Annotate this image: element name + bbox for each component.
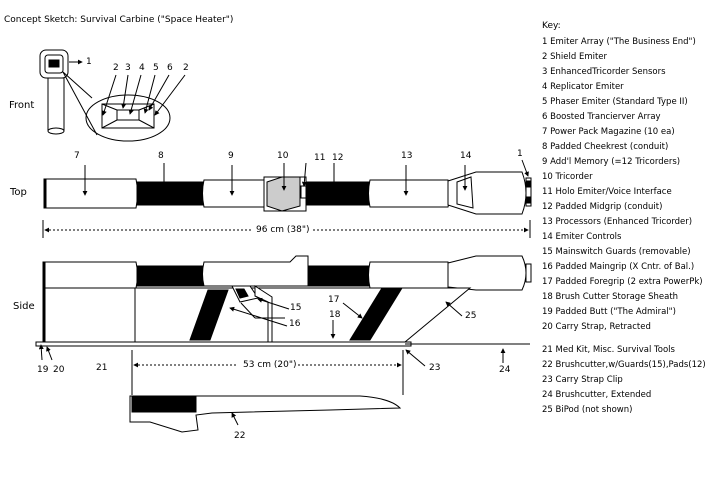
side-med-kit xyxy=(44,287,136,343)
key-item: 13 Processors (Enhanced Tricorder) xyxy=(542,217,693,227)
key-item: 9 Add'l Memory (=12 Tricorders) xyxy=(542,157,681,167)
callout-side-21: 21 xyxy=(96,363,108,373)
side-view-label: Side xyxy=(13,301,35,312)
callout-front-3: 3 xyxy=(125,63,131,73)
key-item: 15 Mainswitch Guards (removable) xyxy=(542,247,691,257)
key-item: 23 Carry Strap Clip xyxy=(542,375,623,385)
page-title: Concept Sketch: Survival Carbine ("Space… xyxy=(4,15,234,25)
front-view-label: Front xyxy=(9,100,35,111)
front-emitter-face xyxy=(44,54,64,74)
callout-front-2b: 2 xyxy=(183,63,189,73)
key-item: 11 Holo Emiter/Voice Interface xyxy=(542,187,672,197)
side-tricorder-housing xyxy=(202,255,309,287)
side-emitter-head xyxy=(447,255,527,291)
top-power-pack xyxy=(45,178,138,209)
callout-front-2a: 2 xyxy=(113,63,119,73)
top-view-label: Top xyxy=(10,187,27,198)
side-emitter-array xyxy=(525,263,532,283)
callout-side-24: 24 xyxy=(499,365,511,375)
callout-front-4: 4 xyxy=(139,63,145,73)
front-emitter-core xyxy=(48,59,60,68)
key-item: 3 EnhancedTricorder Sensors xyxy=(542,67,666,77)
callout-top-12: 12 xyxy=(332,153,344,163)
key-item: 22 Brushcutter,w/Guards(15),Pads(12) xyxy=(542,360,706,370)
key-item: 8 Padded Cheekrest (conduit) xyxy=(542,142,669,152)
callout-side-20: 20 xyxy=(53,365,65,375)
front-view xyxy=(39,49,186,142)
front-stock xyxy=(47,77,65,131)
front-detail-outer xyxy=(101,103,155,129)
callout-top-8: 8 xyxy=(158,151,164,161)
top-midgrip xyxy=(305,181,371,206)
top-emitter-controls xyxy=(456,176,474,209)
side-midgrip xyxy=(307,265,371,287)
key-heading: Key: xyxy=(542,21,561,31)
top-processors xyxy=(368,179,451,208)
callout-side-25: 25 xyxy=(465,311,477,321)
callout-top-10: 10 xyxy=(277,151,289,161)
key-item: 21 Med Kit, Misc. Survival Tools xyxy=(542,345,675,355)
callout-front-1: 1 xyxy=(86,57,92,67)
callout-top-11: 11 xyxy=(314,153,326,163)
callout-front-6: 6 xyxy=(167,63,173,73)
key-item: 25 BiPod (not shown) xyxy=(542,405,633,415)
side-foregrip xyxy=(349,287,403,341)
key-item: 17 Padded Foregrip (2 extra PowerPk) xyxy=(542,277,703,287)
cutter-dimension-label: 53 cm (20") xyxy=(243,360,297,370)
top-holo-emitter xyxy=(300,185,307,199)
front-detail-ellipse xyxy=(85,94,171,142)
callout-side-18: 18 xyxy=(329,310,341,320)
top-view xyxy=(42,159,532,238)
side-maingrip xyxy=(189,289,229,341)
callout-top-13: 13 xyxy=(401,151,413,161)
callout-side-19: 19 xyxy=(37,365,49,375)
key-item: 12 Padded Midgrip (conduit) xyxy=(542,202,663,212)
key-item: 7 Power Pack Magazine (10 ea) xyxy=(542,127,675,137)
callout-side-16: 16 xyxy=(289,319,301,329)
top-tricorder xyxy=(266,176,301,212)
top-cheekrest xyxy=(136,181,205,206)
callout-side-22: 22 xyxy=(234,431,246,441)
callout-side-23: 23 xyxy=(429,363,441,373)
key-legend: Key: 1 Emiter Array ("The Business End")… xyxy=(542,21,706,418)
callout-top-14: 14 xyxy=(460,151,472,161)
key-item: 4 Replicator Emiter xyxy=(542,82,624,92)
side-power-pack xyxy=(44,261,138,289)
callout-front-5: 5 xyxy=(153,63,159,73)
key-item: 1 Emiter Array ("The Business End") xyxy=(542,37,696,47)
key-item: 24 Brushcutter, Extended xyxy=(542,390,652,400)
brushcutter xyxy=(129,395,402,433)
key-item: 16 Padded Maingrip (X Cntr. of Bal.) xyxy=(542,262,695,272)
top-memory xyxy=(202,179,267,208)
side-cheekrest xyxy=(136,265,205,287)
side-carry-strap xyxy=(35,341,412,347)
key-item: 19 Padded Butt ("The Admiral") xyxy=(542,307,676,317)
key-item: 14 Emiter Controls xyxy=(542,232,622,242)
key-item: 6 Boosted Trancierver Array xyxy=(542,112,661,122)
key-item: 10 Tricorder xyxy=(542,172,593,182)
key-item: 18 Brush Cutter Storage Sheath xyxy=(542,292,679,302)
front-detail-inner xyxy=(116,109,140,121)
overall-dimension-label: 96 cm (38") xyxy=(256,225,310,235)
callout-top-7: 7 xyxy=(74,151,80,161)
side-view xyxy=(35,255,532,433)
callout-top-1: 1 xyxy=(517,149,523,159)
callout-side-17: 17 xyxy=(328,295,340,305)
side-processors xyxy=(368,261,451,289)
top-emitter-array xyxy=(525,177,532,207)
brushcutter-guard xyxy=(131,396,197,413)
key-item: 2 Shield Emiter xyxy=(542,52,608,62)
key-item: 5 Phaser Emiter (Standard Type II) xyxy=(542,97,688,107)
front-stock-base xyxy=(47,127,65,135)
callout-side-15: 15 xyxy=(290,303,302,313)
callout-top-9: 9 xyxy=(228,151,234,161)
key-item: 20 Carry Strap, Retracted xyxy=(542,322,651,332)
